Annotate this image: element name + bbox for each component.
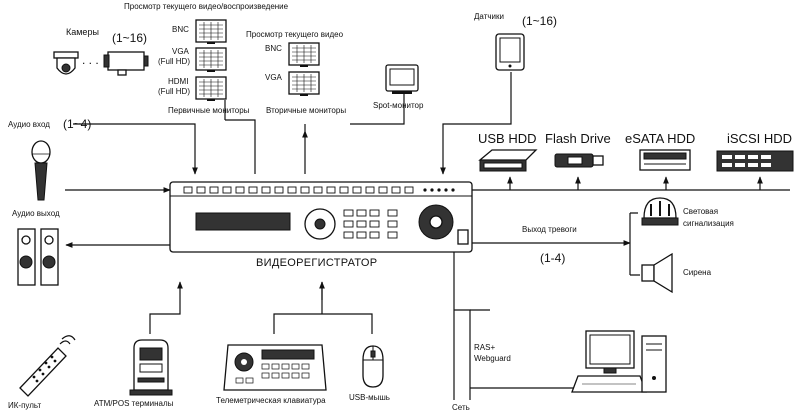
camera-icon	[53, 51, 149, 76]
primary-monitors-label: Первичные мониторы	[168, 106, 250, 115]
alarm-count: (1-4)	[540, 251, 565, 265]
monitor-icon	[195, 76, 227, 102]
hdd-icon	[478, 149, 538, 172]
atm-line	[149, 281, 183, 334]
fullhd-label-2: (Full HD)	[158, 87, 190, 96]
rack-hdd-icon	[716, 150, 794, 172]
audio-in-group: Аудио вход (1~4)	[8, 117, 91, 201]
storage-group: USB HDD Flash Drive eSATA HDD iSCSI HDD	[478, 131, 794, 172]
cameras-ellipsis: . . .	[82, 53, 99, 67]
atm-group: ATM/POS терминалы	[94, 339, 174, 408]
cameras-count: (1~16)	[112, 31, 147, 45]
light-label-1: Световая	[683, 207, 718, 216]
sensors-label: Датчики	[474, 12, 504, 21]
ir-remote-label: ИК-пульт	[8, 401, 41, 410]
dvr-label: ВИДЕОРЕГИСТРАТОР	[256, 257, 377, 269]
cameras-label: Камеры	[66, 27, 99, 37]
usb-hdd-label: USB HDD	[478, 131, 537, 146]
monitor-icon	[288, 42, 320, 68]
flash-drive-label: Flash Drive	[545, 131, 611, 146]
atm-icon	[129, 339, 173, 396]
monitor-icon	[195, 19, 227, 45]
secondary-monitor-group: Просмотр текущего видео BNC VGA Вторичны…	[246, 30, 346, 115]
remote-icon	[19, 335, 76, 397]
vga2-label: VGA	[265, 73, 283, 82]
secondary-monitors-label: Вторичные мониторы	[266, 106, 346, 115]
keyboard-group: Телеметрическая клавиатура	[216, 344, 327, 405]
keyboard-mouse-line	[273, 282, 373, 334]
telemetry-keyboard-label: Телеметрическая клавиатура	[216, 396, 326, 405]
alarm-group: Выход тревоги (1-4) Световая сигнализаци…	[522, 197, 734, 294]
usb-flash-icon	[554, 153, 604, 168]
siren-label: Сирена	[683, 268, 712, 277]
hdmi-label: HDMI	[168, 77, 188, 86]
primary-title: Просмотр текущего видео/воспроизведение	[124, 2, 289, 11]
spot-monitor-group: Spot-монитор	[373, 64, 424, 110]
audio-out-label: Аудио выход	[12, 209, 60, 218]
network-line	[453, 252, 471, 400]
network-group: RAS+ Webguard Сеть	[452, 330, 667, 412]
ras-label-2: Webguard	[474, 354, 511, 363]
esata-hdd-label: eSATA HDD	[625, 131, 695, 146]
hdd-icon	[639, 149, 691, 171]
ptz-keyboard-icon	[223, 344, 327, 391]
mouse-group: USB-мышь	[349, 345, 390, 402]
spot-monitor-line	[350, 94, 405, 125]
ir-remote-group: ИК-пульт	[8, 335, 76, 410]
vga-label: VGA	[172, 47, 190, 56]
audio-in-label: Аудио вход	[8, 120, 50, 129]
spot-monitor-label: Spot-монитор	[373, 101, 424, 110]
monitor-icon	[195, 47, 227, 73]
pc-icon	[571, 330, 667, 393]
audio-out-group: Аудио выход	[12, 209, 60, 286]
secondary-title: Просмотр текущего видео	[246, 30, 344, 39]
bnc-label: BNC	[172, 25, 189, 34]
fullhd-label-1: (Full HD)	[158, 57, 190, 66]
primary-monitor-group: Просмотр текущего видео/воспроизведение …	[124, 2, 289, 115]
connection-lines	[65, 72, 790, 400]
alarm-out-label: Выход тревоги	[522, 225, 577, 234]
speaker-icon	[17, 228, 59, 286]
sensor-line	[440, 72, 512, 175]
sensor-group: Датчики (1~16)	[474, 12, 557, 71]
light-label-2: сигнализация	[683, 219, 734, 228]
microphone-icon	[31, 140, 51, 201]
bnc2-label: BNC	[265, 44, 282, 53]
primary-monitor-line	[224, 100, 256, 174]
iscsi-hdd-label: iSCSI HDD	[727, 131, 792, 146]
usb-mouse-label: USB-мышь	[349, 393, 390, 402]
sensors-count: (1~16)	[522, 14, 557, 28]
siren-icon	[641, 252, 673, 294]
beacon-light-icon	[641, 197, 679, 226]
sensor-icon	[495, 33, 525, 71]
atm-pos-label: ATM/POS терминалы	[94, 399, 174, 408]
audio-in-count: (1~4)	[63, 117, 91, 131]
camera-group: Камеры (1~16) . . .	[53, 27, 149, 76]
monitor-icon	[288, 71, 320, 97]
dvr-unit: ВИДЕОРЕГИСТРАТОР	[169, 181, 473, 269]
camera-line	[73, 123, 198, 175]
network-label: Сеть	[452, 403, 470, 412]
monitor-icon	[385, 64, 419, 94]
ras-label-1: RAS+	[474, 343, 495, 352]
mouse-icon	[362, 345, 384, 388]
